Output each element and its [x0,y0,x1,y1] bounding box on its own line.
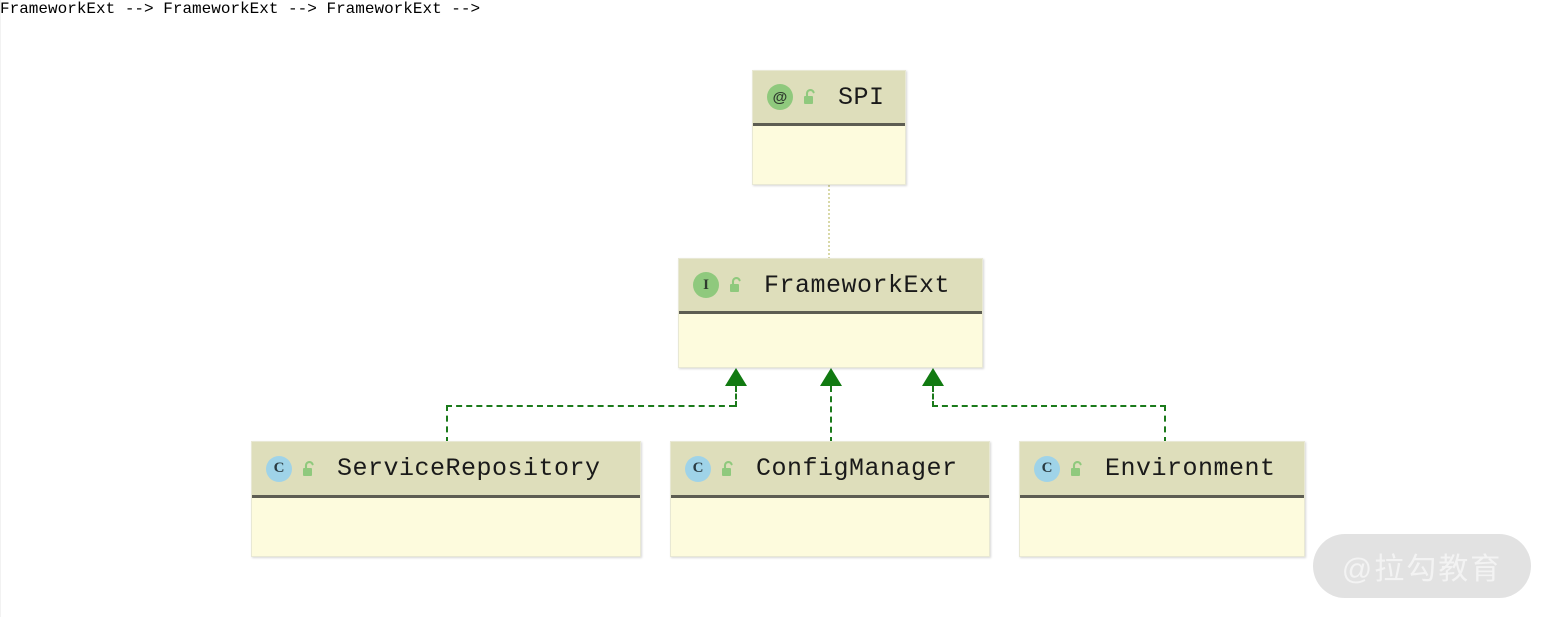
uml-node-configmanager-body [671,498,989,555]
uml-node-frameworkext[interactable]: I FrameworkExt [678,258,983,368]
uml-node-servicerepository[interactable]: C ServiceRepository [251,441,641,557]
uml-node-environment-header: C Environment [1020,442,1304,498]
canvas-left-rule [0,0,1,617]
uml-node-environment-title: Environment [1105,454,1276,483]
edge-servicerepository-frameworkext-vertical-down [446,405,448,443]
unlocked-padlock-icon [718,459,738,479]
edge-servicerepository-frameworkext-horizontal [446,405,735,407]
uml-node-spi-header: @ SPI [753,71,905,126]
uml-node-environment-body [1020,498,1304,555]
edge-environment-frameworkext-vertical-up [932,386,934,407]
class-stereotype-icon: C [266,455,292,482]
unlocked-padlock-icon [800,87,820,107]
uml-node-configmanager-header: C ConfigManager [671,442,989,498]
watermark: @拉勾教育 [1313,534,1531,598]
edge-spi-frameworkext [828,185,830,259]
edge-servicerepository-frameworkext-arrowhead [725,368,747,386]
uml-node-frameworkext-title: FrameworkExt [764,270,951,300]
uml-node-servicerepository-body [252,498,640,555]
edge-environment-frameworkext-horizontal [932,405,1166,407]
uml-node-configmanager-title: ConfigManager [756,454,958,483]
uml-node-environment[interactable]: C Environment [1019,441,1305,557]
uml-node-spi[interactable]: @ SPI [752,70,906,185]
uml-node-frameworkext-body [679,314,982,366]
class-stereotype-icon: C [1034,455,1060,482]
edge-servicerepository-frameworkext-vertical-up [735,386,737,407]
edge-configmanager-frameworkext-arrowhead [820,368,842,386]
uml-node-spi-title: SPI [838,82,885,112]
edge-environment-frameworkext-vertical-down [1164,405,1166,443]
unlocked-padlock-icon [726,275,746,295]
edge-environment-frameworkext-arrowhead [922,368,944,386]
uml-node-servicerepository-header: C ServiceRepository [252,442,640,498]
annotation-stereotype-icon: @ [767,84,793,110]
uml-node-servicerepository-title: ServiceRepository [337,454,601,483]
uml-node-spi-body [753,126,905,183]
uml-node-configmanager[interactable]: C ConfigManager [670,441,990,557]
interface-stereotype-icon: I [693,272,719,298]
uml-node-frameworkext-header: I FrameworkExt [679,259,982,314]
unlocked-padlock-icon [1067,459,1087,479]
class-stereotype-icon: C [685,455,711,482]
edge-configmanager-frameworkext-vertical [830,386,832,443]
unlocked-padlock-icon [299,459,319,479]
